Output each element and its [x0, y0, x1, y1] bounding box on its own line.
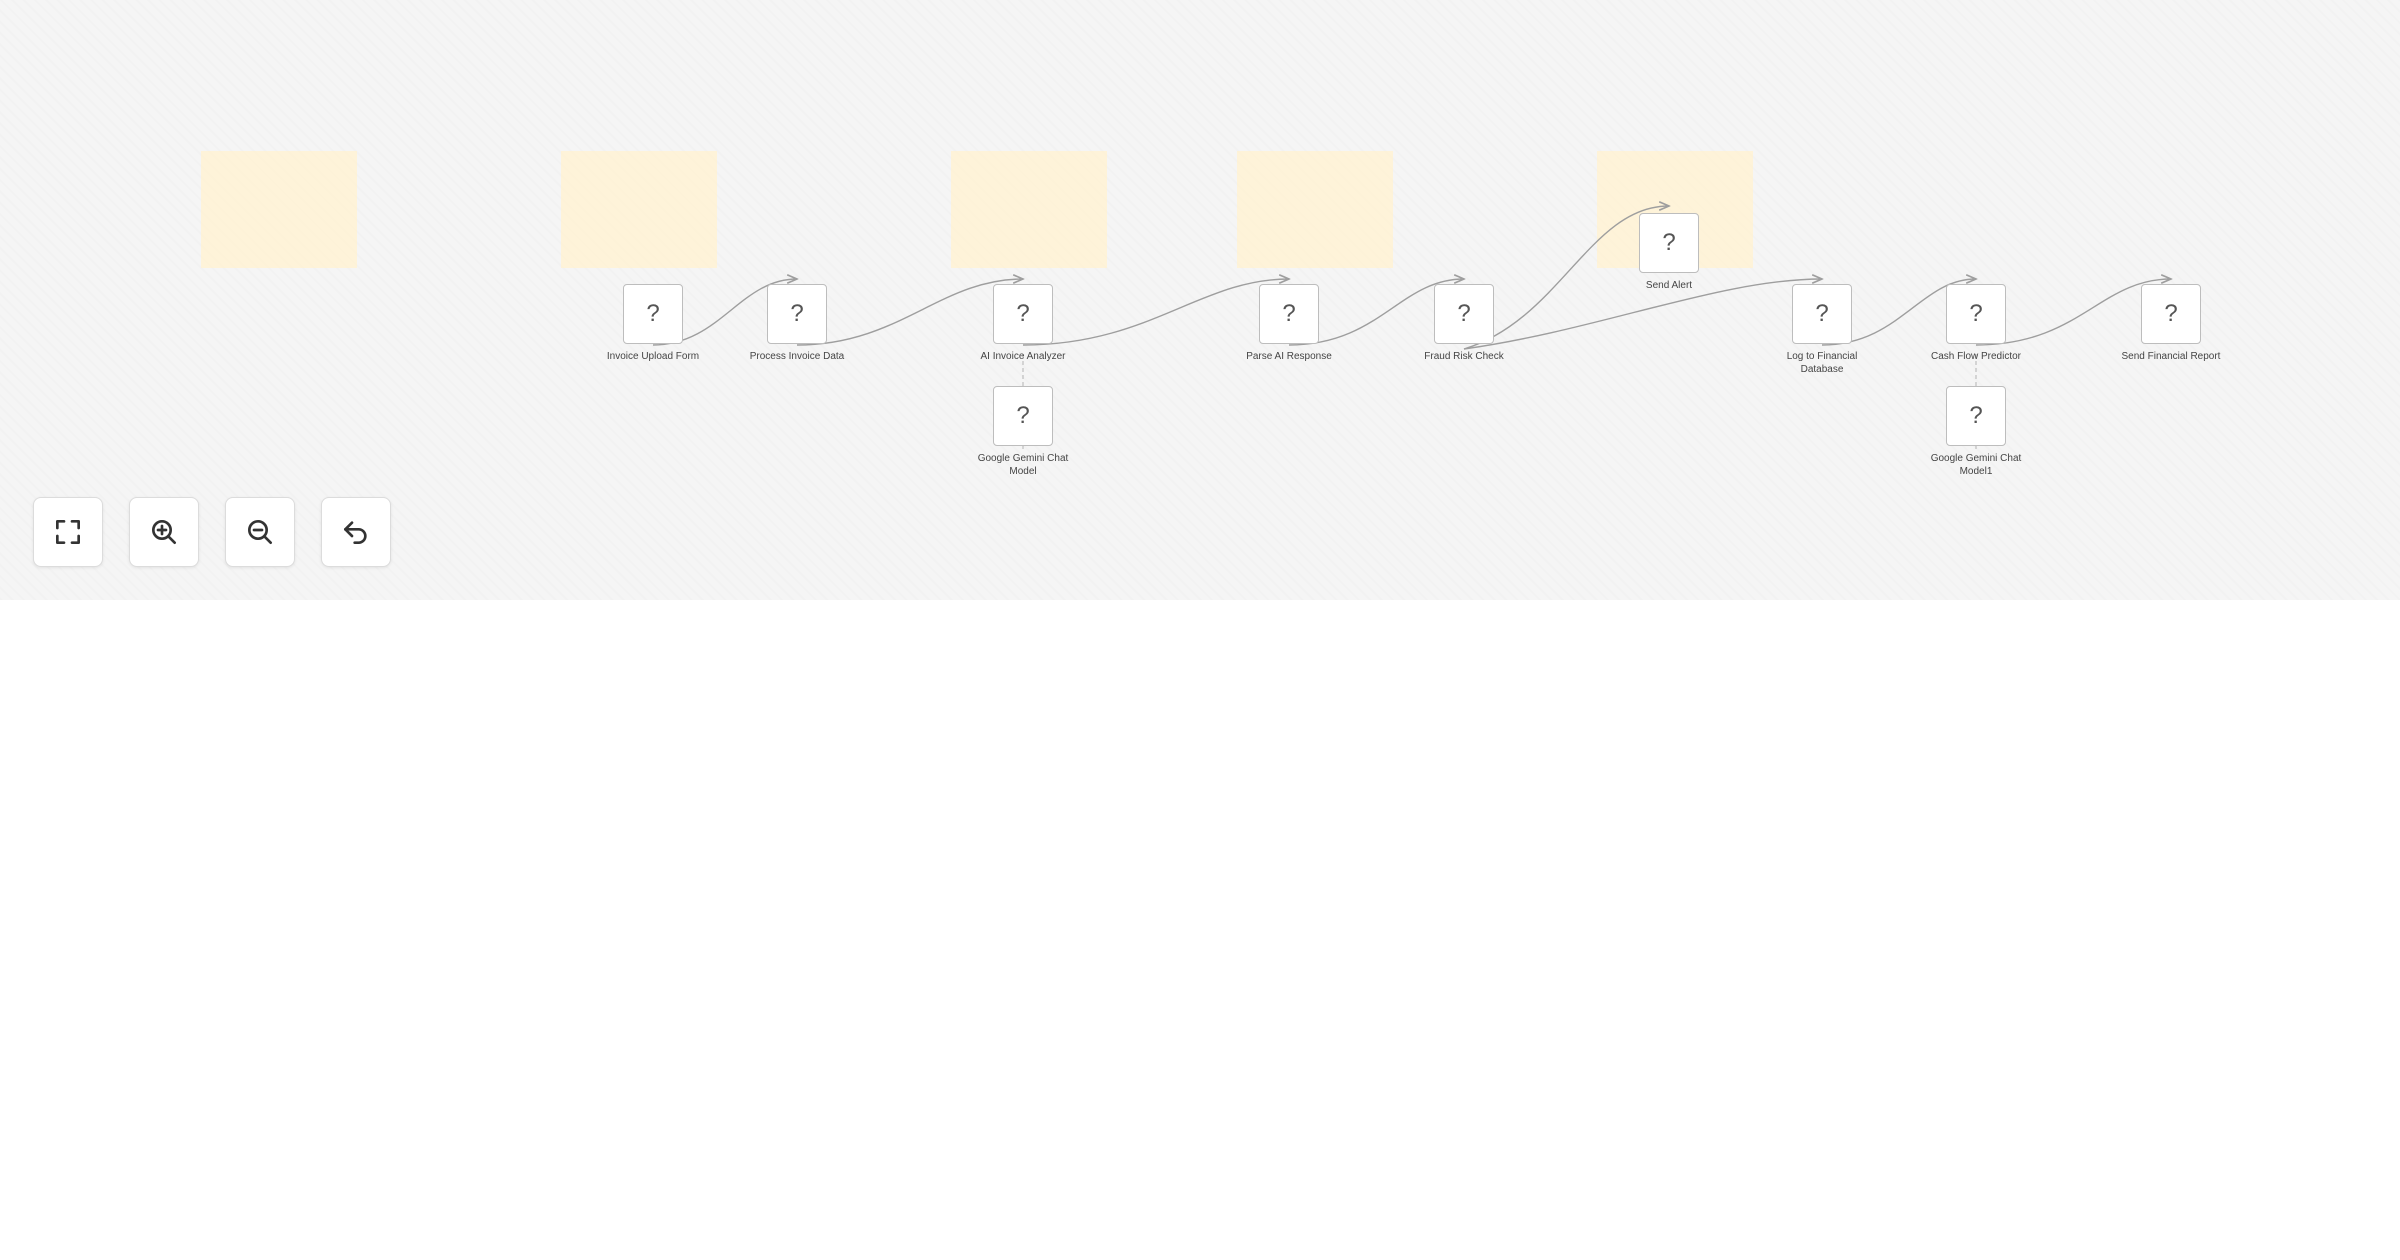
undo-icon	[344, 521, 367, 544]
question-icon: ?	[1969, 402, 1983, 429]
zoom-out-icon	[248, 520, 272, 544]
node-label: AI Invoice Analyzer	[980, 351, 1066, 362]
connection-edge	[1022, 279, 1289, 346]
workflow-node[interactable]: ?	[993, 284, 1053, 344]
workflow-node[interactable]: ?	[1434, 284, 1494, 344]
node-label: Fraud Risk Check	[1424, 351, 1504, 362]
undo-button[interactable]	[321, 497, 391, 567]
node-label: Parse AI Response	[1246, 351, 1332, 362]
workflow-canvas[interactable]: ? Invoice Upload Form ? Process Invoice …	[0, 0, 2400, 600]
node-label: Process Invoice Data	[749, 351, 845, 362]
zoom-in-button[interactable]	[129, 497, 199, 567]
workflow-node[interactable]: ?	[1259, 284, 1319, 344]
node-label: Google Gemini Chat Model1	[1930, 453, 2022, 477]
question-icon: ?	[790, 300, 804, 327]
question-icon: ?	[1457, 300, 1471, 327]
question-icon: ?	[1016, 402, 1030, 429]
zoom-out-button[interactable]	[225, 497, 295, 567]
zoom-in-icon	[152, 520, 176, 544]
workflow-node[interactable]: ?	[1792, 284, 1852, 344]
node-label: Google Gemini Chat Model	[977, 453, 1069, 477]
node-label: Log to Financial Database	[1786, 351, 1858, 375]
question-icon: ?	[1016, 300, 1030, 327]
sticky-note[interactable]	[201, 151, 357, 268]
node-label: Send Financial Report	[2121, 351, 2221, 362]
question-icon: ?	[646, 300, 660, 327]
workflow-node[interactable]: ?	[623, 284, 683, 344]
question-icon: ?	[2164, 300, 2178, 327]
workflow-node[interactable]: ?	[1946, 386, 2006, 446]
sticky-note[interactable]	[951, 151, 1107, 268]
sticky-note[interactable]	[1237, 151, 1393, 268]
node-label: Send Alert	[1645, 280, 1693, 291]
workflow-node[interactable]: ?	[767, 284, 827, 344]
sticky-note[interactable]	[561, 151, 717, 268]
connection-edge	[796, 279, 1023, 346]
node-label: Cash Flow Predictor	[1930, 351, 2022, 362]
workflow-node[interactable]: ?	[1946, 284, 2006, 344]
question-icon: ?	[1282, 300, 1296, 327]
question-icon: ?	[1969, 300, 1983, 327]
question-icon: ?	[1662, 229, 1676, 256]
fullscreen-icon	[56, 520, 80, 544]
workflow-node[interactable]: ?	[2141, 284, 2201, 344]
node-label: Invoice Upload Form	[606, 351, 700, 362]
question-icon: ?	[1815, 300, 1829, 327]
page-blank-area	[0, 600, 2400, 1260]
fit-view-button[interactable]	[33, 497, 103, 567]
workflow-node[interactable]: ?	[1639, 213, 1699, 273]
workflow-node[interactable]: ?	[993, 386, 1053, 446]
